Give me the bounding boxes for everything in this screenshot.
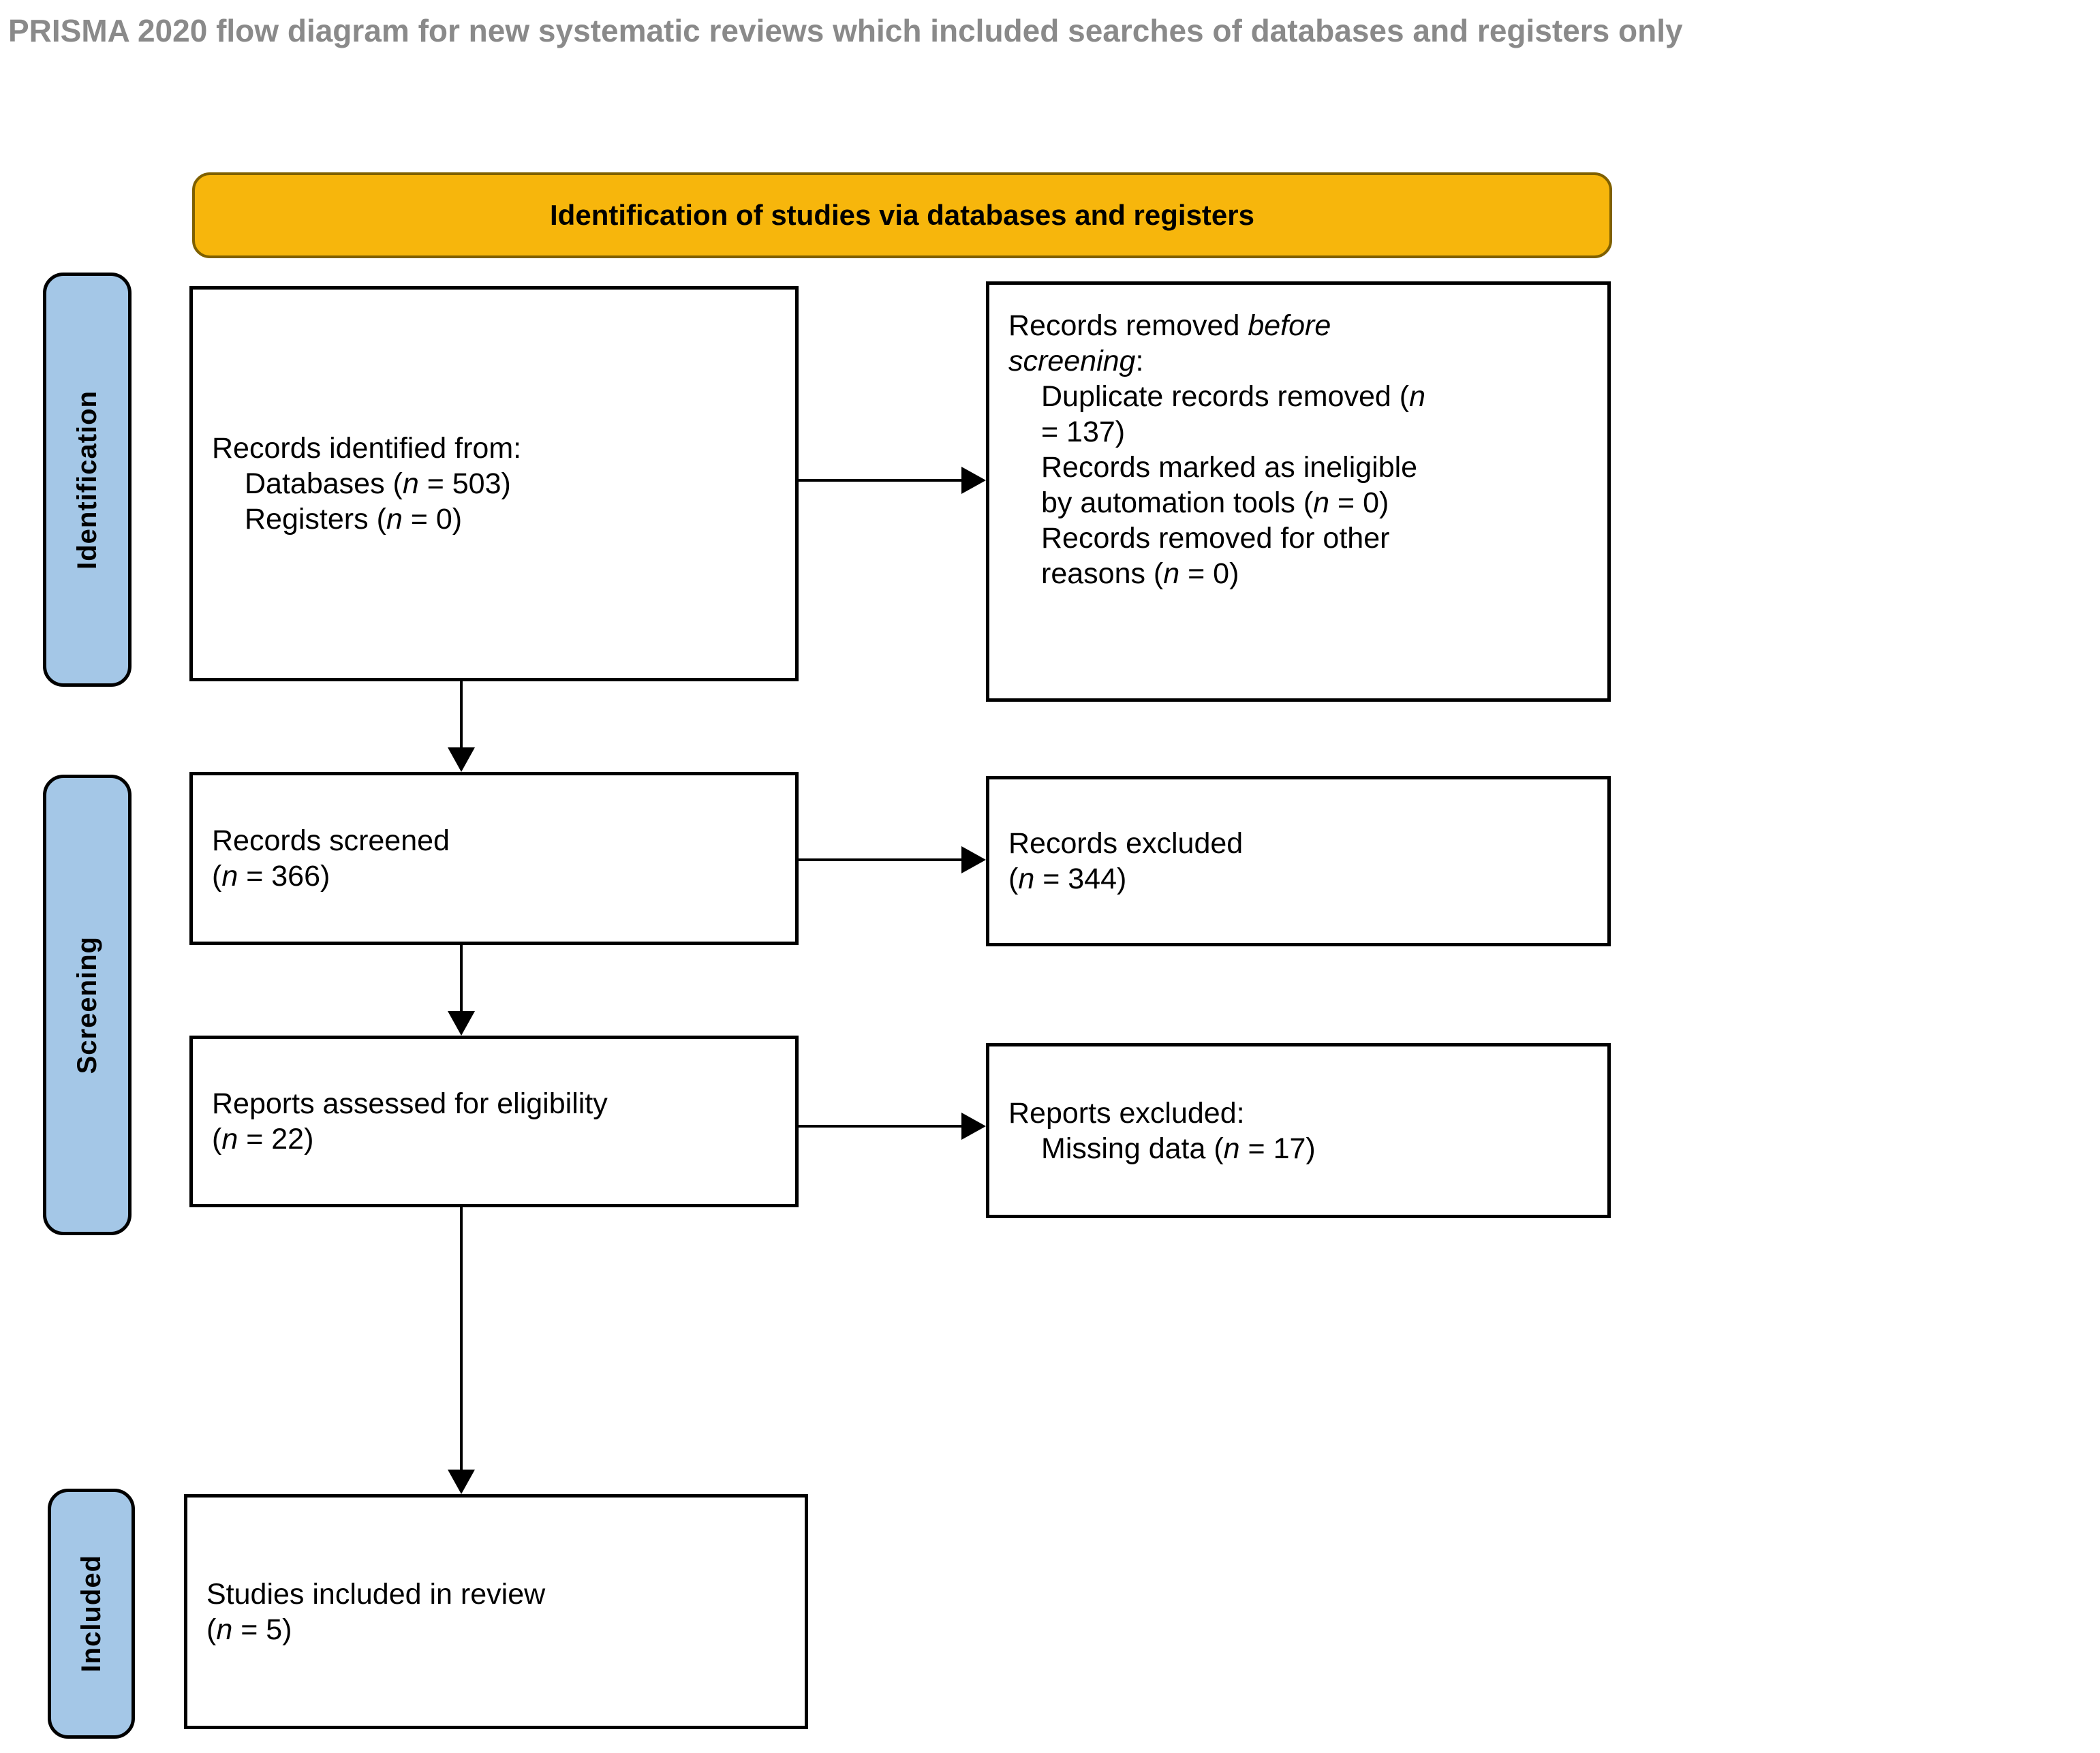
banner-label: Identification of studies via databases … (550, 199, 1254, 231)
arrowhead-right-icon (961, 1113, 986, 1140)
box-studies-included: Studies included in review(n = 5) (184, 1494, 808, 1729)
arrowhead-down-icon (448, 747, 475, 772)
stage-bar-screening: Screening (43, 775, 132, 1235)
box-records-identified: Records identified from:Databases (n = 5… (189, 286, 799, 681)
stage-label-included: Included (76, 1555, 106, 1673)
arrow-identified-to-screened (460, 681, 463, 749)
stage-label-identification: Identification (72, 390, 102, 570)
box-reports-excluded: Reports excluded:Missing data (n = 17) (986, 1043, 1611, 1218)
arrowhead-right-icon (961, 467, 986, 494)
identification-banner: Identification of studies via databases … (192, 172, 1612, 258)
arrowhead-down-icon (448, 1011, 475, 1036)
stage-bar-identification: Identification (43, 273, 132, 687)
arrowhead-down-icon (448, 1470, 475, 1494)
arrow-identified-to-removed (799, 479, 963, 482)
stage-label-screening: Screening (72, 935, 102, 1074)
box-reports-assessed: Reports assessed for eligibility(n = 22) (189, 1036, 799, 1207)
box-records-excluded: Records excluded(n = 344) (986, 776, 1611, 946)
arrowhead-right-icon (961, 846, 986, 873)
page-title: PRISMA 2020 flow diagram for new systema… (8, 13, 1683, 48)
arrow-assessed-to-included (460, 1207, 463, 1472)
stage-bar-included: Included (48, 1489, 135, 1739)
box-records-screened: Records screened(n = 366) (189, 772, 799, 945)
arrow-assessed-to-reports-excluded (799, 1125, 963, 1128)
arrow-screened-to-excluded (799, 858, 963, 861)
arrow-screened-to-assessed (460, 945, 463, 1013)
